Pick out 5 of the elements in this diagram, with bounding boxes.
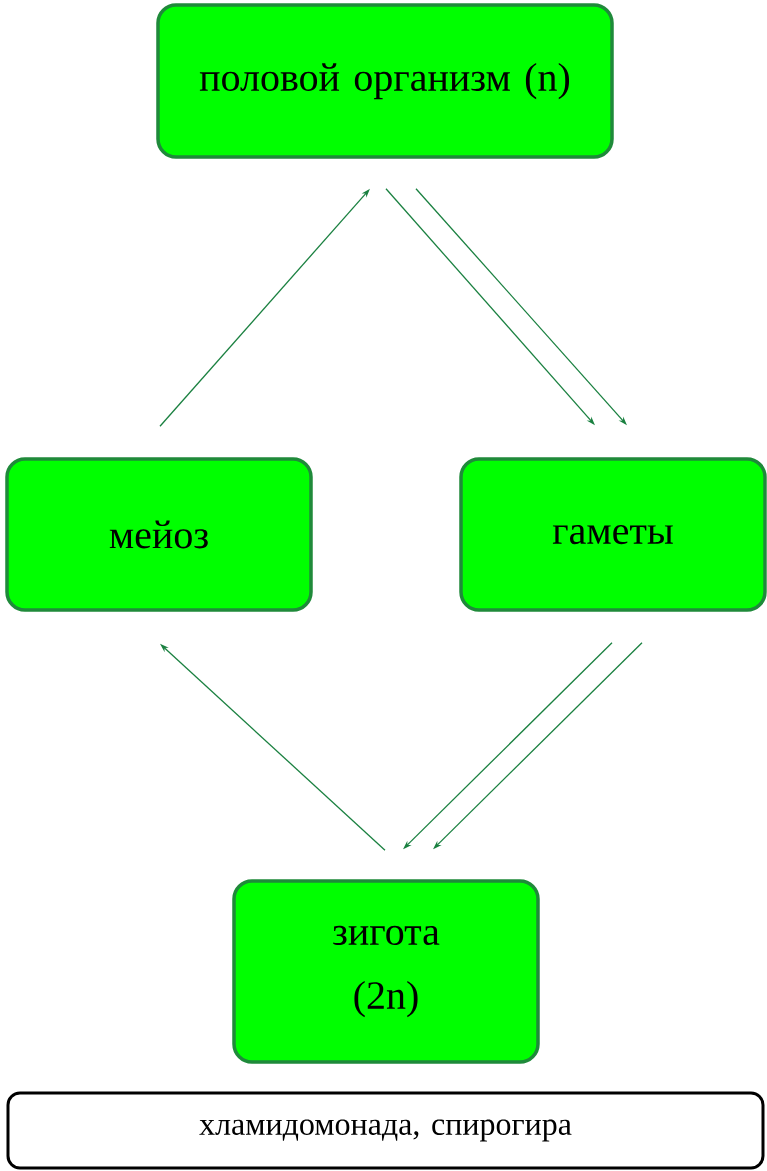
process-box: гаметы [459, 457, 767, 612]
process-box: зигота (2n) [232, 879, 540, 1064]
note-box: хламидомонада, спирогира [6, 1091, 765, 1170]
process-box: половой организм (n) [156, 3, 614, 159]
process-box: мейоз [5, 457, 313, 612]
